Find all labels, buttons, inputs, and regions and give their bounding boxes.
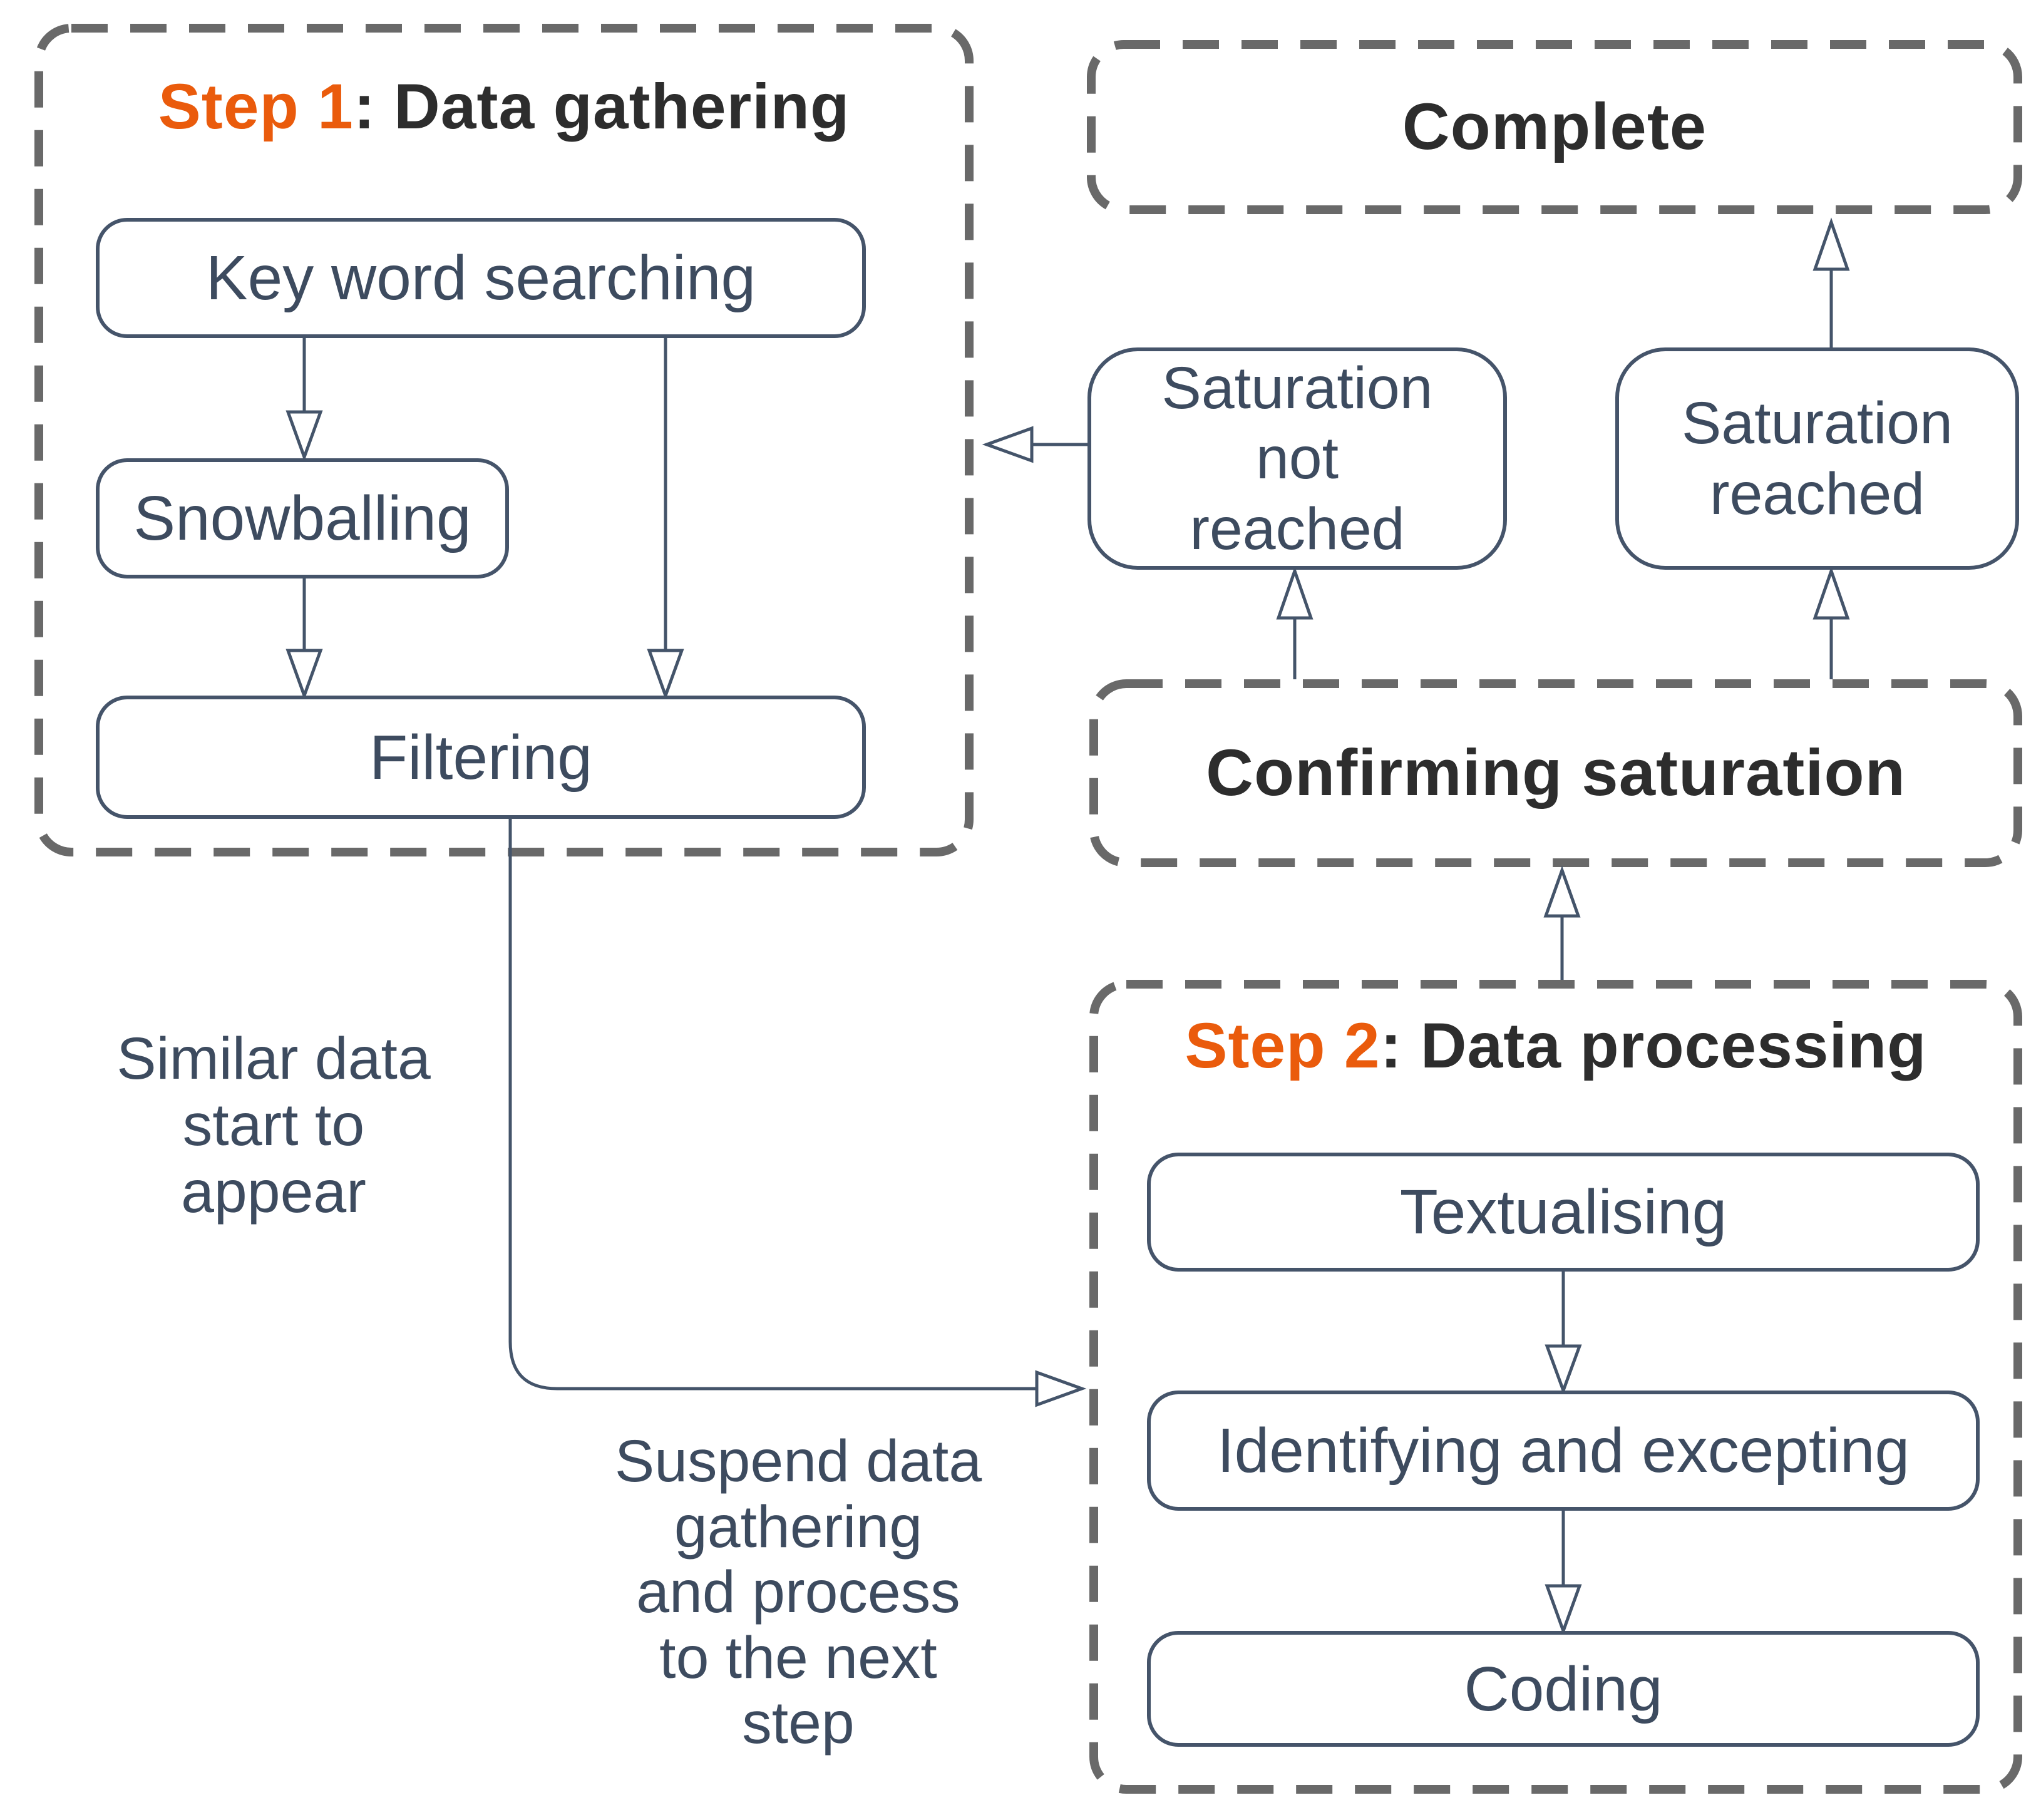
- arrow-snowballing-to-filtering: [285, 578, 323, 701]
- arrow-identifying-to-coding: [1545, 1511, 1582, 1636]
- arrow-satnot-to-step1: [982, 426, 1087, 463]
- arrow-step2-to-confirming: [1543, 865, 1581, 980]
- node-identifying-and-excepting: Identifying and excepting: [1147, 1391, 1980, 1511]
- step2-title-rest: : Data processing: [1380, 1010, 1927, 1081]
- arrow-satreached-to-complete: [1812, 217, 1850, 347]
- annotation-suspend-gathering: Suspend data gathering and process to th…: [614, 1428, 982, 1756]
- arrow-keyword-to-snowballing: [285, 338, 323, 462]
- node-snowballing: Snowballing: [96, 458, 509, 578]
- confirming-group-title: Confirming saturation: [1089, 679, 2022, 867]
- arrow-keyword-to-filtering: [647, 338, 684, 701]
- node-saturation-reached: Saturation reached: [1615, 347, 2019, 570]
- step2-group-title: Step 2: Data processing: [1089, 1009, 2022, 1082]
- complete-label: Complete: [1402, 90, 1707, 163]
- complete-group-title: Complete: [1087, 40, 2022, 214]
- node-filtering: Filtering: [96, 696, 866, 819]
- node-keyword-searching: Key word searching: [96, 218, 866, 338]
- confirming-group-border: [1089, 679, 2022, 867]
- node-coding: Coding: [1147, 1631, 1980, 1747]
- arrow-confirming-to-satreached: [1812, 566, 1850, 679]
- step1-title-highlight: Step 1: [158, 71, 354, 142]
- step1-group-title: Step 1: Data gathering: [34, 70, 974, 143]
- arrow-confirming-to-satnot: [1276, 566, 1314, 679]
- confirming-label: Confirming saturation: [1206, 736, 1906, 810]
- arrow-step1-to-step2: [508, 819, 1087, 1407]
- step2-group-border: [1089, 980, 2022, 1794]
- step1-title-rest: : Data gathering: [353, 71, 850, 142]
- step1-group-border: [34, 24, 974, 856]
- arrow-textualising-to-identifying: [1545, 1272, 1582, 1396]
- annotation-similar-data: Similar data start to appear: [116, 1026, 431, 1225]
- step2-title-highlight: Step 2: [1185, 1010, 1380, 1081]
- node-textualising: Textualising: [1147, 1153, 1980, 1272]
- complete-group-border: [1087, 40, 2022, 214]
- node-saturation-not-reached: Saturation not reached: [1087, 347, 1507, 570]
